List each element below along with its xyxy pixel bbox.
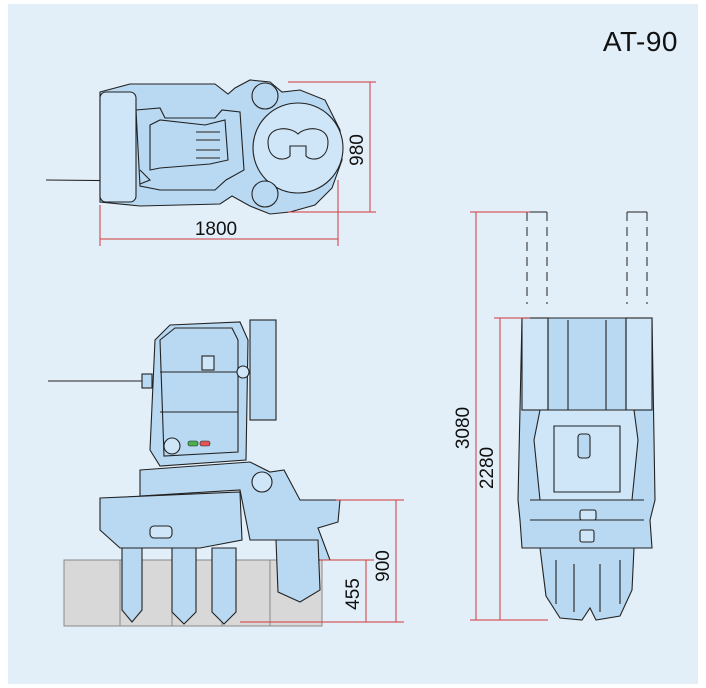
dim-455-label: 455 bbox=[343, 578, 364, 610]
top-length-dimension: 1800 bbox=[99, 180, 339, 246]
front-view bbox=[517, 211, 656, 621]
top-width-dimension: 980 bbox=[288, 81, 376, 213]
model-label: AT-90 bbox=[602, 26, 678, 57]
side-view bbox=[48, 319, 341, 627]
dim-900-label: 900 bbox=[373, 550, 394, 582]
dim-2280-label: 2280 bbox=[477, 447, 498, 489]
dim-3080-label: 3080 bbox=[453, 407, 474, 449]
front-height-dimensions: 3080 2280 bbox=[453, 211, 548, 621]
top-view bbox=[45, 79, 344, 215]
dim-1800-label: 1800 bbox=[195, 219, 237, 240]
side-height-dimensions: 900 455 bbox=[240, 499, 404, 623]
dim-980-label: 980 bbox=[347, 134, 368, 166]
